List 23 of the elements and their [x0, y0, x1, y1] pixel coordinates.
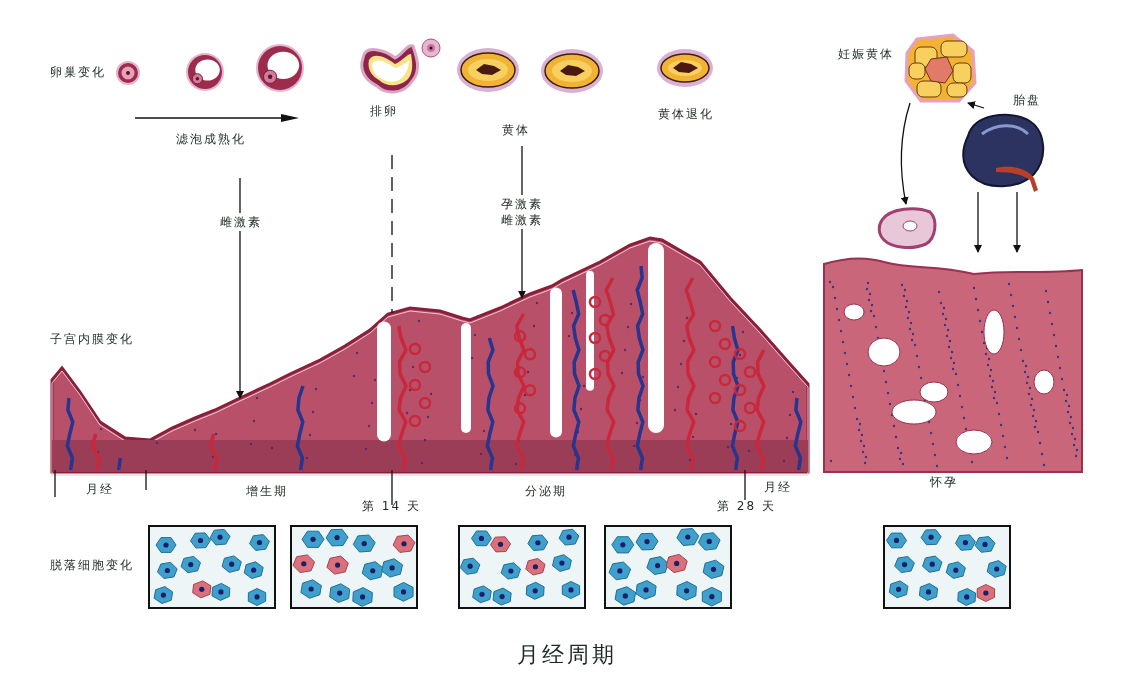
stage-label: 黄体 [502, 122, 530, 139]
day-label: 第 28 天 [717, 498, 776, 515]
stage-label: 排卵 [370, 103, 398, 120]
section-label: 脱落细胞变化 [50, 557, 134, 574]
arrow [1013, 191, 1021, 253]
diagram-title: 月经周期 [515, 641, 618, 669]
phase-label: 月经 [764, 479, 792, 496]
arrow [974, 191, 982, 253]
edge-label: 孕激素雌激素 [500, 195, 544, 229]
arrow [900, 102, 911, 205]
stage-label: 黄体退化 [658, 106, 714, 123]
process-label: 滤泡成熟化 [176, 131, 246, 148]
caption-text: 怀孕 [930, 474, 958, 491]
embryo-drawing [876, 204, 938, 250]
day-label: 第 14 天 [362, 498, 421, 515]
phase-label: 增生期 [246, 483, 288, 500]
phase-label: 分泌期 [525, 483, 567, 500]
caption-text: 妊娠黄体 [838, 46, 894, 63]
phase-label: 月经 [86, 481, 114, 498]
arrow [967, 101, 985, 109]
section-label: 卵巢变化 [50, 64, 106, 81]
caption-text: 胎盘 [1013, 92, 1041, 109]
corpus-luteum-drawing [903, 33, 977, 103]
